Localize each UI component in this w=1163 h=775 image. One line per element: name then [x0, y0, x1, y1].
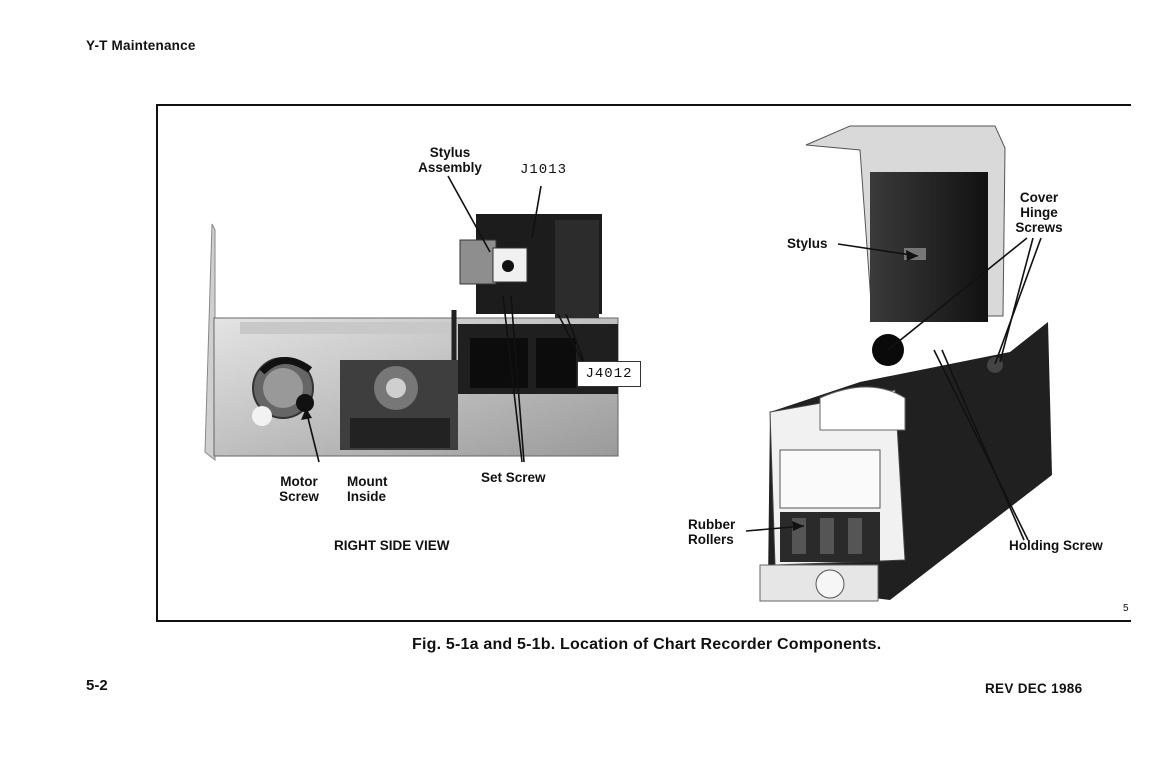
label-set-screw: Set Screw: [481, 470, 546, 485]
label-motor-screw: Motor Screw: [272, 474, 326, 504]
label-rubber-rollers: Rubber Rollers: [688, 517, 735, 547]
label-holding-screw: Holding Screw: [1009, 538, 1103, 553]
right-side-view-photo: [205, 214, 618, 460]
figure-caption: Fig. 5-1a and 5-1b. Location of Chart Re…: [412, 636, 881, 654]
label-stylus: Stylus: [787, 236, 828, 251]
label-cover-hinge-screws: Cover Hinge Screws: [1008, 190, 1070, 235]
label-j4012: J4012: [577, 361, 641, 387]
label-j1013: J1013: [520, 162, 567, 178]
label-mount-inside: Mount Inside: [347, 474, 387, 504]
label-stylus-assembly: Stylus Assembly: [408, 145, 492, 175]
revision-date: REV DEC 1986: [985, 681, 1082, 696]
label-right-side-view: RIGHT SIDE VIEW: [334, 538, 450, 553]
figure-number: 5: [1123, 603, 1129, 614]
page-number: 5-2: [86, 677, 108, 694]
